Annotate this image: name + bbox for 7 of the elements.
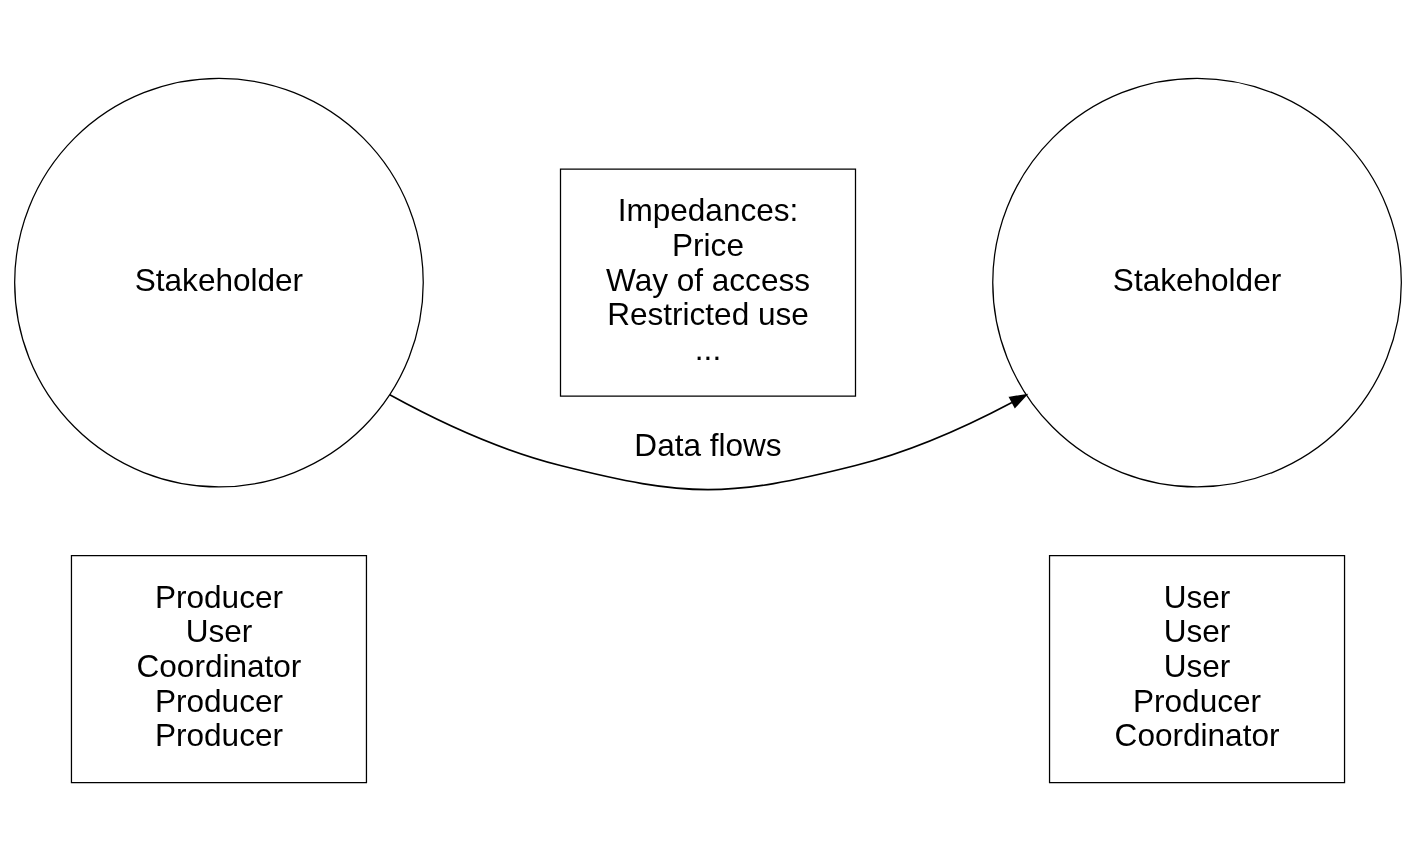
edge-label: Data flows [634,426,782,463]
node-circle: Stakeholder [992,77,1402,488]
node-box: Impedances: Price Way of access Restricted use ... [559,167,857,397]
node-box: User User User Producer Coordinator [1048,554,1346,783]
node-circle: Stakeholder [14,77,424,488]
arrow [388,393,1029,490]
node-box: Producer User Coordinator Producer Producer [70,554,368,783]
